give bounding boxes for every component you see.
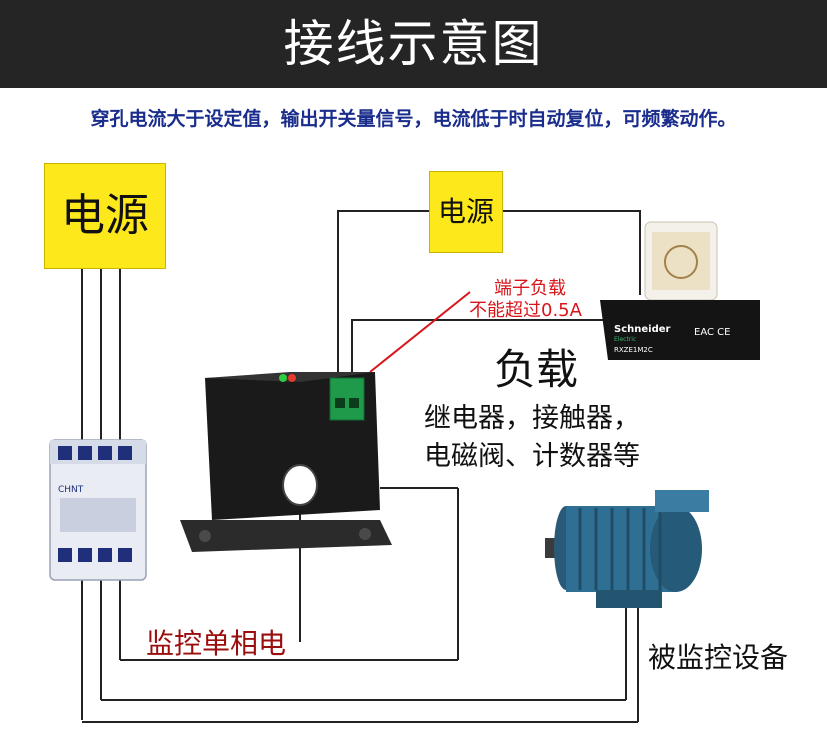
terminal-note-line2: 不能超过0.5A bbox=[469, 300, 582, 321]
motor-icon bbox=[545, 490, 709, 608]
terminal-block-icon bbox=[329, 377, 365, 421]
pointer-line bbox=[369, 291, 471, 373]
contactor-brand: CHNT bbox=[58, 485, 84, 495]
contactor-icon: CHNT bbox=[49, 439, 147, 581]
relay-brand: Schneider bbox=[614, 324, 671, 335]
load-examples-line1: 继电器，接触器， bbox=[424, 403, 640, 434]
page-title: 接线示意图 bbox=[0, 0, 827, 88]
power-supply-main: 电源 bbox=[44, 163, 166, 269]
description-text: 穿孔电流大于设定值，输出开关量信号，电流低于时自动复位，可频繁动作。 bbox=[90, 108, 737, 130]
load-title: 负载 bbox=[494, 345, 579, 394]
monitor-label: 监控单相电 bbox=[146, 627, 287, 660]
relay-icon: Schneider Electric RXZE1M2C EAC CE bbox=[600, 221, 760, 360]
relay-power-wires bbox=[337, 210, 641, 385]
load-examples-line2: 电磁阀、计数器等 bbox=[424, 441, 640, 472]
device-label: 被监控设备 bbox=[648, 641, 789, 674]
power-supply-relay: 电源 bbox=[429, 171, 503, 253]
relay-brand-sub: Electric bbox=[614, 336, 636, 343]
relay-model: RXZE1M2C bbox=[614, 346, 653, 354]
relay-marks: EAC CE bbox=[694, 327, 730, 338]
terminal-note-line1: 端子负载 bbox=[494, 278, 566, 299]
